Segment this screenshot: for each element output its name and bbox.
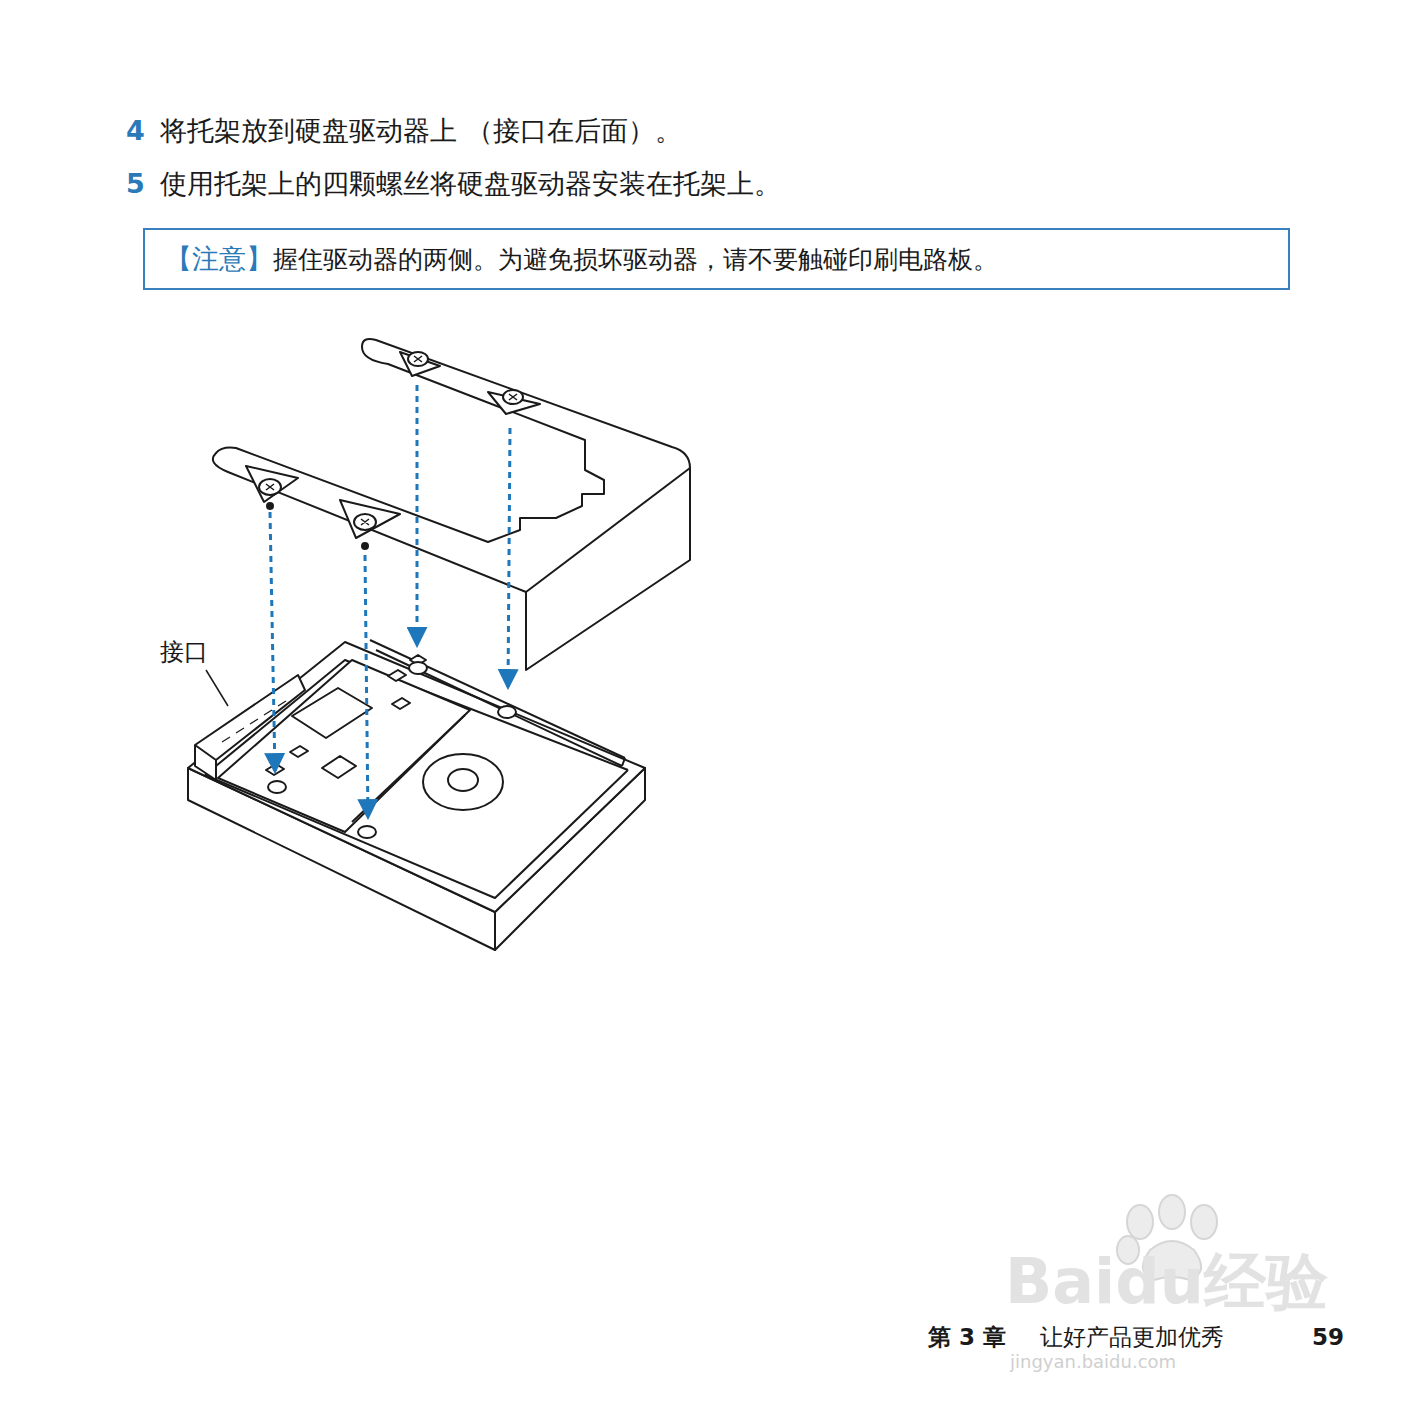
chapter-title: 让好产品更加优秀 bbox=[1040, 1324, 1224, 1352]
leader-line bbox=[206, 670, 228, 706]
watermark: Baidu经验 bbox=[1005, 1245, 1328, 1319]
step-number: 5 bbox=[126, 168, 145, 200]
drive-bracket bbox=[213, 339, 690, 670]
step-number: 4 bbox=[126, 115, 145, 147]
screws bbox=[259, 352, 523, 549]
note-heading: 【注意】 bbox=[165, 241, 273, 277]
placement-arrows bbox=[270, 385, 510, 818]
page-number: 59 bbox=[1312, 1324, 1344, 1352]
watermark: jingyan.baidu.com bbox=[1010, 1351, 1176, 1373]
note-box: 【注意】握住驱动器的两侧。为避免损坏驱动器，请不要触碰印刷电路板。 bbox=[143, 228, 1290, 290]
step-text: 使用托架上的四颗螺丝将硬盘驱动器安装在托架上。 bbox=[160, 168, 781, 200]
hard-drive bbox=[188, 640, 645, 950]
note-text: 握住驱动器的两侧。为避免损坏驱动器，请不要触碰印刷电路板。 bbox=[273, 243, 998, 276]
step-text: 将托架放到硬盘驱动器上 （接口在后面）。 bbox=[160, 115, 682, 147]
chapter-number: 第 3 章 bbox=[928, 1324, 1006, 1352]
part-name: 接口 bbox=[160, 638, 208, 667]
